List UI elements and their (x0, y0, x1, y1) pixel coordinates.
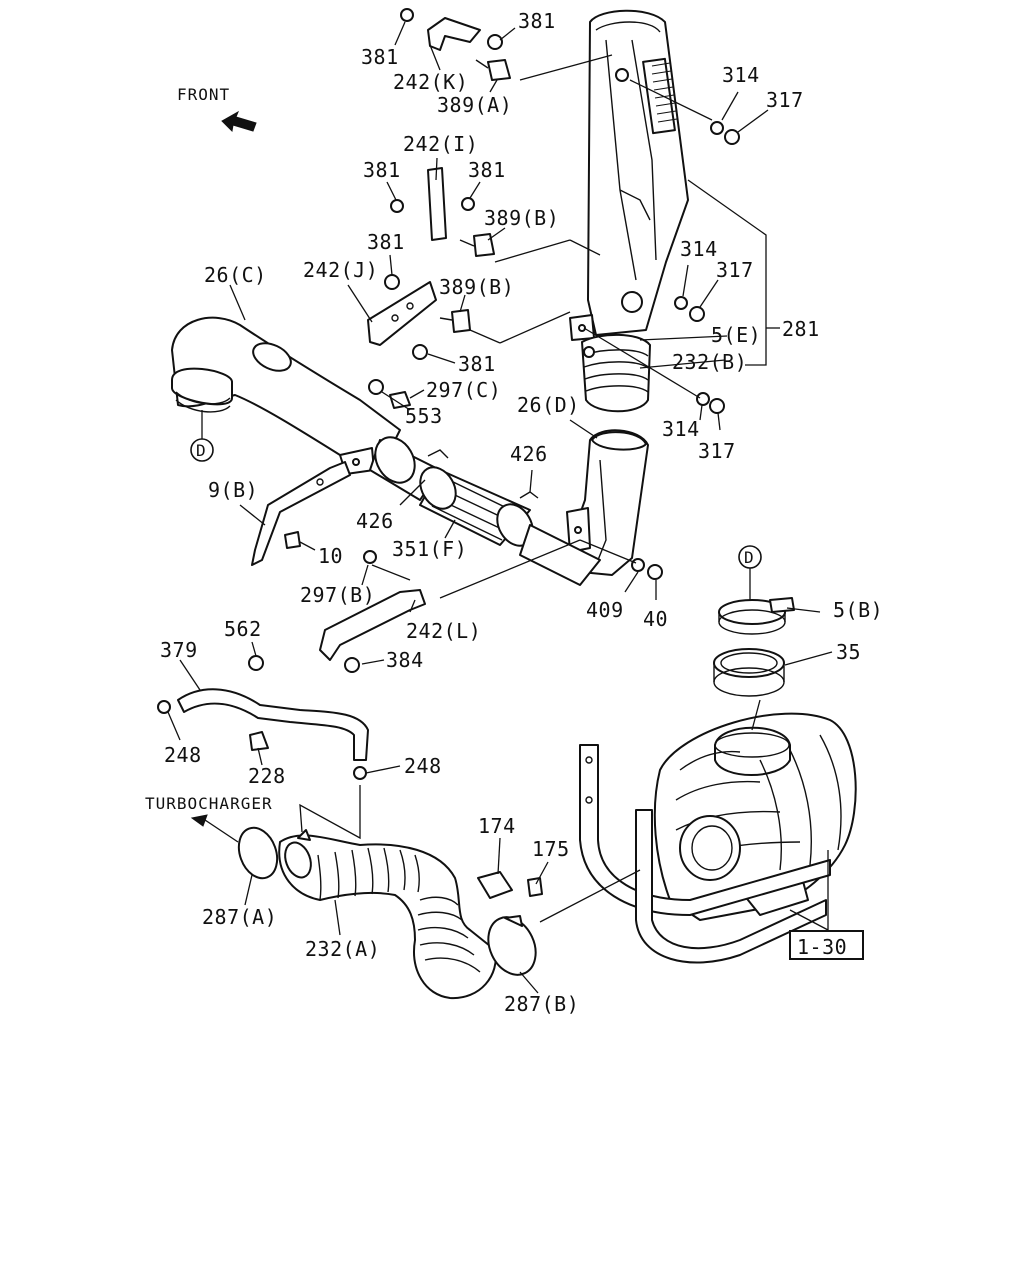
label-9b: 9(B) (208, 478, 258, 502)
bracket-242k (400, 8, 511, 81)
label-5e: 5(E) (711, 323, 761, 347)
label-314: 314 (722, 63, 760, 87)
label-351f: 351(F) (392, 537, 467, 561)
washer-409 (631, 558, 645, 572)
label-381: 381 (468, 158, 506, 182)
turbo-arrow-icon (190, 814, 208, 827)
label-281: 281 (782, 317, 820, 341)
ref-box (789, 930, 864, 960)
label-381: 381 (518, 9, 556, 33)
label-389b: 389(B) (439, 275, 514, 299)
label-426: 426 (510, 442, 548, 466)
label-26d: 26(D) (517, 393, 580, 417)
label-242j: 242(J) (303, 258, 378, 282)
bracket-242l (319, 550, 426, 673)
label-314: 314 (662, 417, 700, 441)
label-40: 40 (643, 607, 668, 631)
label-381: 381 (458, 352, 496, 376)
label-381: 381 (367, 230, 405, 254)
label-297b: 297(B) (300, 583, 375, 607)
nut-317-c (709, 398, 725, 414)
hose-set-351f (369, 436, 601, 586)
label-379: 379 (160, 638, 198, 662)
hose-379 (157, 655, 369, 780)
air-cleaner-bracket (579, 744, 831, 964)
label-389a: 389(A) (437, 93, 512, 117)
label-10: 10 (318, 544, 343, 568)
label-287b: 287(B) (504, 992, 579, 1016)
callout-d-right-label: D (744, 548, 755, 567)
label-26c: 26(C) (204, 263, 267, 287)
front-label: FRONT (177, 85, 230, 104)
bolt-297c (368, 379, 411, 409)
label-317: 317 (716, 258, 754, 282)
leader-lines (167, 21, 833, 994)
clamp-5b (718, 597, 795, 635)
label-242i: 242(I) (403, 132, 478, 156)
label-242l: 242(L) (406, 619, 481, 643)
sensor-174 (477, 871, 543, 899)
label-426: 426 (356, 509, 394, 533)
label-228: 228 (248, 764, 286, 788)
turbocharger-label: TURBOCHARGER (145, 794, 273, 813)
label-562: 562 (224, 617, 262, 641)
duct-26c (171, 316, 401, 475)
ring-35 (713, 648, 785, 697)
bracket-9b (251, 461, 351, 566)
label-381: 381 (361, 45, 399, 69)
callout-d-top-label: D (196, 441, 207, 460)
nut-317-a (724, 129, 740, 145)
label-384: 384 (386, 648, 424, 672)
label-287a: 287(A) (202, 905, 277, 929)
front-indicator: FRONT (177, 85, 257, 133)
label-174: 174 (478, 814, 516, 838)
nut-40 (647, 564, 663, 580)
part-labels: 381 381 242(K) 389(A) 314 317 242(I) 381… (160, 9, 883, 1016)
label-409: 409 (586, 598, 624, 622)
label-317: 317 (698, 439, 736, 463)
bracket-242j (367, 274, 471, 360)
intake-duct-281 (569, 9, 689, 341)
label-297c: 297(C) (426, 378, 501, 402)
nut-317-b (689, 306, 705, 322)
label-389b: 389(B) (484, 206, 559, 230)
bracket-242i (390, 167, 495, 257)
label-175: 175 (532, 837, 570, 861)
label-35: 35 (836, 640, 861, 664)
hose-232a (237, 826, 537, 1000)
ref-box-label: 1-30 (797, 935, 847, 959)
washer-314-c (696, 392, 710, 406)
label-232a: 232(A) (305, 937, 380, 961)
label-242k: 242(K) (393, 70, 468, 94)
washer-314-a (710, 121, 724, 135)
label-317: 317 (766, 88, 804, 112)
front-arrow-icon (221, 110, 257, 133)
bellows-232b (581, 333, 651, 413)
label-553: 553 (405, 404, 443, 428)
label-381: 381 (363, 158, 401, 182)
label-248: 248 (404, 754, 442, 778)
duct-26d (559, 429, 649, 576)
label-248: 248 (164, 743, 202, 767)
label-232b: 232(B) (672, 350, 747, 374)
label-5b: 5(B) (833, 598, 883, 622)
washer-314-b (674, 296, 688, 310)
label-314: 314 (680, 237, 718, 261)
